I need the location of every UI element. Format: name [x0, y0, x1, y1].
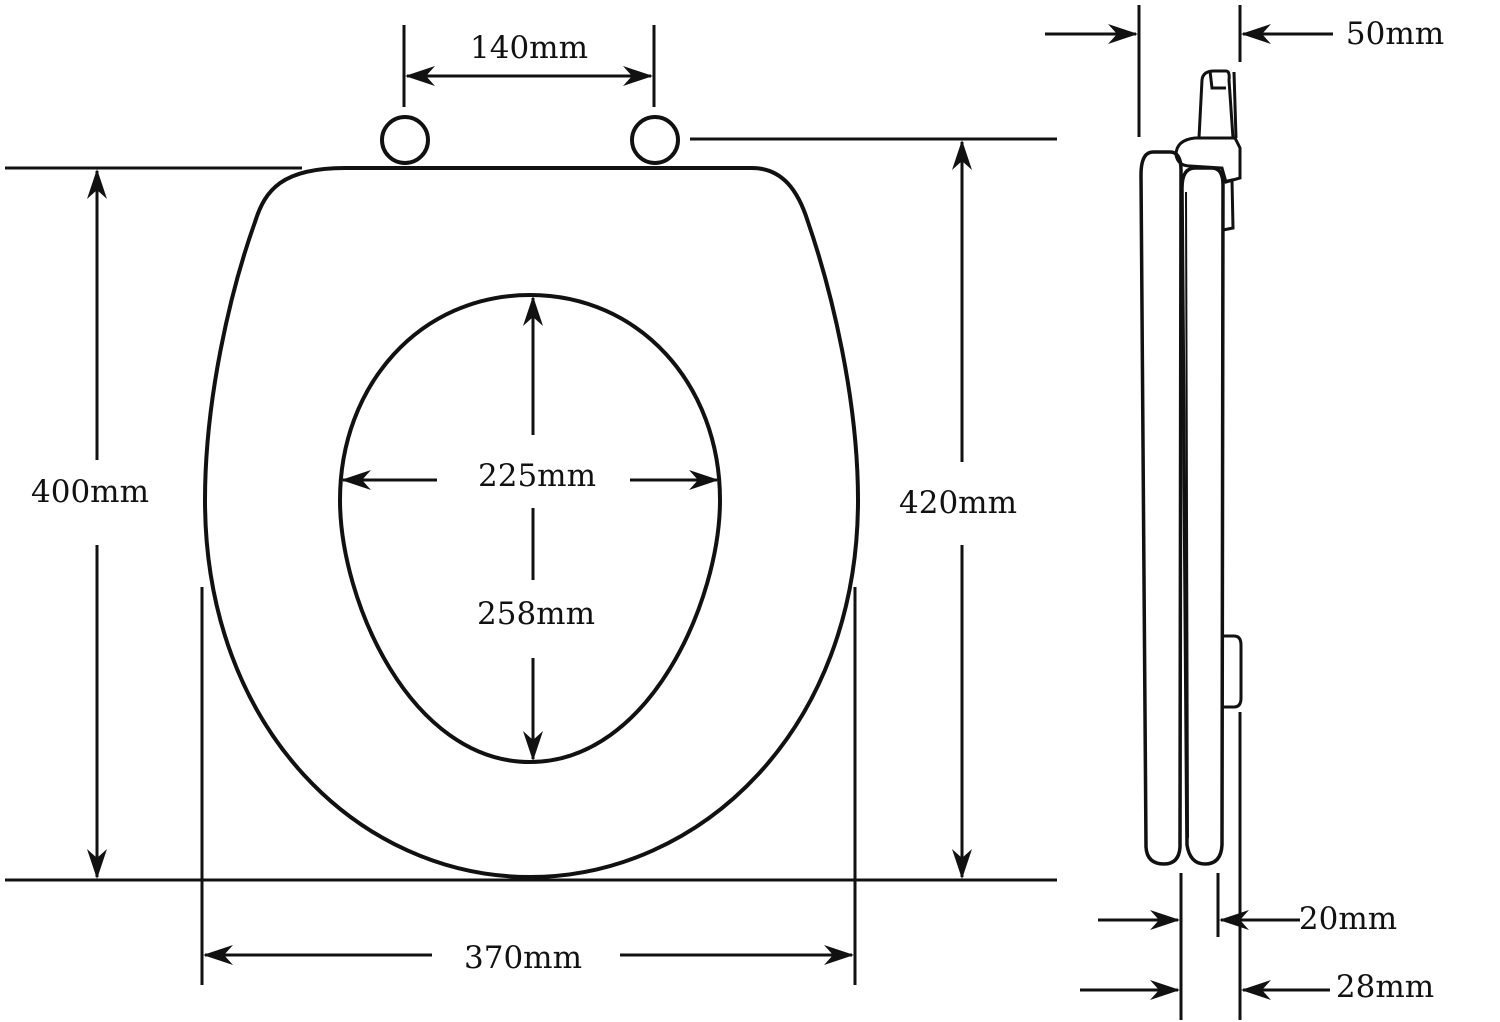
- side-bumper: [1223, 634, 1243, 709]
- seat-opening: [337, 292, 723, 765]
- seat-outline: [202, 166, 861, 880]
- side-lid-inner-edge: [1185, 191, 1189, 839]
- seat-thickness-label: 28mm: [1336, 969, 1434, 1005]
- side-hinge-post: [1197, 69, 1235, 139]
- seat-depth-label: 400mm: [31, 474, 149, 510]
- side-view: 50mm 20mm 28mm: [1045, 5, 1444, 1020]
- lid-thickness-label: 20mm: [1299, 901, 1397, 937]
- overall-depth-label: 420mm: [899, 485, 1017, 521]
- right-hinge-post: [630, 115, 680, 165]
- side-hinge-cap: [1208, 70, 1226, 90]
- front-view: 140mm 400mm 420mm 225mm 258mm 370mm: [5, 25, 1057, 985]
- side-hinge: [1174, 136, 1242, 184]
- hinge-height-label: 50mm: [1346, 16, 1444, 52]
- opening-depth-label: 258mm: [477, 596, 595, 632]
- left-hinge-post: [380, 115, 430, 165]
- side-lid-outline: [1180, 166, 1225, 866]
- opening-width-label: 225mm: [478, 458, 596, 494]
- seat-width-label: 370mm: [464, 940, 582, 976]
- hinge-spacing-label: 140mm: [470, 30, 588, 66]
- side-hinge-cap-back: [1232, 71, 1238, 139]
- side-hinge-bracket: [1222, 178, 1235, 232]
- side-seat-outline: [1139, 150, 1183, 866]
